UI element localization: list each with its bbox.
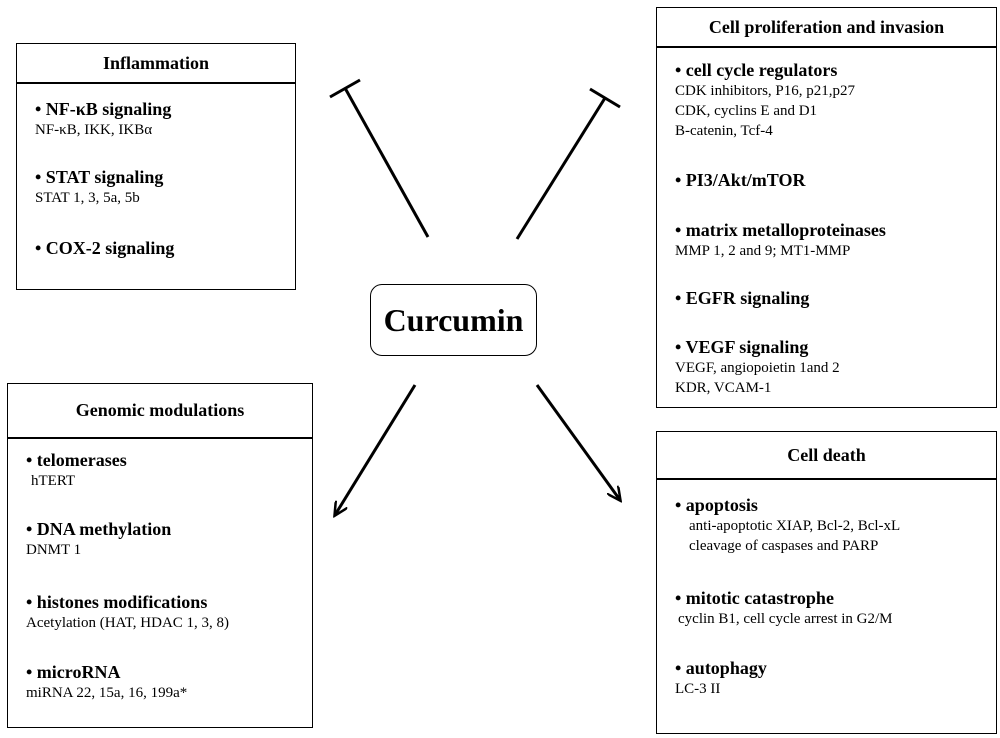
- genomic-title: Genomic modulations: [8, 384, 312, 439]
- section-telomerases: • telomerases hTERT: [26, 450, 127, 489]
- genomic-box: Genomic modulations • telomerases hTERT …: [7, 383, 313, 728]
- section-nfkb: • NF-κB signaling NF-κB, IKK, IKBα: [35, 99, 172, 138]
- arrow-genomic: [335, 384, 417, 515]
- section-histones: • histones modifications Acetylation (HA…: [26, 592, 230, 631]
- section-pi3: • PI3/Akt/mTOR: [675, 170, 806, 190]
- section-cox2: • COX-2 signaling: [35, 238, 175, 258]
- cell-death-box: Cell death • apoptosis anti-apoptotic XI…: [656, 431, 997, 734]
- curcumin-node: Curcumin: [370, 284, 537, 356]
- inflammation-box: Inflammation • NF-κB signaling NF-κB, IK…: [16, 43, 296, 290]
- section-microrna: • microRNA miRNA 22, 15a, 16, 199a*: [26, 662, 188, 701]
- proliferation-box: Cell proliferation and invasion • cell c…: [656, 7, 997, 408]
- section-apoptosis: • apoptosis anti-apoptotic XIAP, Bcl-2, …: [675, 495, 901, 554]
- section-egfr: • EGFR signaling: [675, 288, 810, 308]
- section-mmp: • matrix metalloproteinases MMP 1, 2 and…: [675, 220, 886, 259]
- section-dna-methylation: • DNA methylation DNMT 1: [26, 519, 172, 558]
- inhibition-proliferation: [515, 87, 621, 240]
- section-autophagy: • autophagy LC-3 II: [675, 658, 767, 697]
- inhibition-inflammation: [329, 78, 430, 238]
- section-stat: • STAT signaling STAT 1, 3, 5a, 5b: [35, 167, 164, 206]
- inflammation-title: Inflammation: [17, 44, 295, 84]
- section-cell-cycle: • cell cycle regulators CDK inhibitors, …: [675, 60, 856, 139]
- section-mitotic: • mitotic catastrophe cyclin B1, cell cy…: [675, 588, 893, 627]
- section-vegf: • VEGF signaling VEGF, angiopoietin 1and…: [675, 337, 840, 396]
- arrow-cell-death: [535, 384, 620, 500]
- cell-death-title: Cell death: [657, 432, 996, 480]
- proliferation-title: Cell proliferation and invasion: [657, 8, 996, 48]
